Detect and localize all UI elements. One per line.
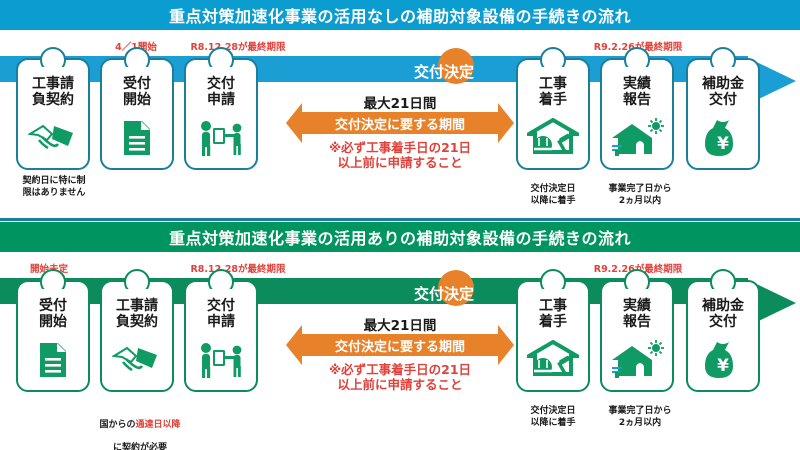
row-2-banner-text: 重点対策加速化事業の活用ありの補助対象設備の手続きの流れ: [168, 229, 631, 248]
row-divider: [0, 218, 800, 221]
step-label: 工事請 負契約: [116, 298, 158, 330]
row-2-note-2: R8.12.28が最終期限: [190, 264, 286, 275]
card-notch: [540, 269, 566, 297]
card-notch: [124, 269, 150, 297]
svg-text:¥: ¥: [717, 356, 729, 376]
row-1-caption-0: 契約日に特に制 限はありません: [22, 176, 86, 198]
row-1-decision-badge: [438, 48, 474, 84]
row-2-decision-label: 交付決定: [414, 285, 475, 303]
document-icon: [102, 108, 172, 168]
handshake-icon: [102, 330, 172, 390]
row-1-banner-text: 重点対策加速化事業の活用なしの補助対象設備の手続きの流れ: [168, 7, 631, 26]
card-notch: [208, 269, 234, 297]
card-notch: [624, 269, 650, 297]
caption-part-tail: に契約が必要: [112, 442, 167, 450]
row-1-duration-inner-label: 交付決定に要する期間: [334, 117, 465, 133]
row-1-duration-top: 最大21日間: [363, 96, 437, 112]
step-card-koji-ukeoi-keiyaku[interactable]: 工事請 負契約: [16, 47, 90, 170]
step-card-hojokin-kofu[interactable]: 補助金 交付 ¥: [686, 47, 760, 170]
row-2-duration-top: 最大21日間: [363, 318, 437, 334]
row-1-caption-3: 交付決定日 以降に着手: [530, 184, 576, 206]
caption-part-lead: 国からの: [99, 419, 136, 430]
step-card-hojokin-kofu-2[interactable]: 補助金 交付 ¥: [686, 269, 760, 392]
card-notch: [624, 47, 650, 75]
step-label: 工事 着手: [539, 76, 567, 108]
row-1-duration-arrow: 交付決定に要する期間: [286, 103, 514, 143]
step-card-uketsuke-kaishi-2[interactable]: 受付 開始: [16, 269, 90, 392]
row-2-duration-warning: ※必ず工事着手日の21日 以上前に申請すること: [328, 362, 472, 393]
card-notch: [710, 269, 736, 297]
step-card-uketsuke-kaishi[interactable]: 受付 開始: [100, 47, 174, 170]
step-label: 受付 開始: [39, 298, 67, 330]
card-notch: [40, 269, 66, 297]
construction-icon: [518, 108, 588, 168]
handshake-icon: [18, 108, 88, 168]
card-notch: [208, 47, 234, 75]
step-card-koji-chakushu-2[interactable]: 工事 着手: [516, 269, 590, 392]
step-label: 実績 報告: [623, 76, 651, 108]
step-label: 受付 開始: [123, 76, 151, 108]
construction-icon: [518, 330, 588, 390]
step-label: 補助金 交付: [702, 76, 744, 108]
step-card-koji-ukeoi-keiyaku-2[interactable]: 工事請 負契約: [100, 269, 174, 392]
step-card-jisseki-hokoku-2[interactable]: 実績 報告: [600, 269, 674, 392]
application-icon: [186, 330, 256, 390]
row-2-duration-inner-label: 交付決定に要する期間: [334, 339, 465, 355]
house-sun-icon: [602, 108, 672, 168]
step-card-koji-chakushu[interactable]: 工事 着手: [516, 47, 590, 170]
step-label: 補助金 交付: [702, 298, 744, 330]
step-label: 交付 申請: [207, 76, 235, 108]
card-notch: [540, 47, 566, 75]
row-2-duration-arrow: 交付決定に要する期間: [286, 325, 514, 365]
card-notch: [124, 47, 150, 75]
step-card-kofu-shinsei-2[interactable]: 交付 申請: [184, 269, 258, 392]
money-bag-icon: ¥: [688, 330, 758, 390]
row-1-caption-4: 事業完了日から 2ヵ月以内: [608, 184, 672, 206]
caption-highlight: 通達日以降: [135, 419, 181, 430]
svg-text:¥: ¥: [717, 134, 729, 154]
house-sun-icon: [602, 330, 672, 390]
row-1-banner: 重点対策加速化事業の活用なしの補助対象設備の手続きの流れ: [0, 0, 800, 30]
step-label: 工事 着手: [539, 298, 567, 330]
step-card-jisseki-hokoku[interactable]: 実績 報告: [600, 47, 674, 170]
row-2-caption-1: 国からの通達日以降 に契約が必要: [88, 408, 192, 450]
step-card-kofu-shinsei[interactable]: 交付 申請: [184, 47, 258, 170]
application-icon: [186, 108, 256, 168]
step-label: 工事請 負契約: [32, 76, 74, 108]
row-1-decision-label: 交付決定: [414, 63, 475, 81]
money-bag-icon: ¥: [688, 108, 758, 168]
row-2-banner: 重点対策加速化事業の活用ありの補助対象設備の手続きの流れ: [0, 222, 800, 252]
step-label: 交付 申請: [207, 298, 235, 330]
row-1-note-2: R8.12.28が最終期限: [190, 42, 286, 53]
document-icon: [18, 330, 88, 390]
row-1-duration-warning: ※必ず工事着手日の21日 以上前に申請すること: [328, 140, 472, 171]
row-2-caption-3: 交付決定日 以降に着手: [530, 406, 576, 428]
card-notch: [710, 47, 736, 75]
row-2-decision-badge: [438, 270, 474, 306]
card-notch: [40, 47, 66, 75]
step-label: 実績 報告: [623, 298, 651, 330]
row-2-caption-4: 事業完了日から 2ヵ月以内: [608, 406, 672, 428]
